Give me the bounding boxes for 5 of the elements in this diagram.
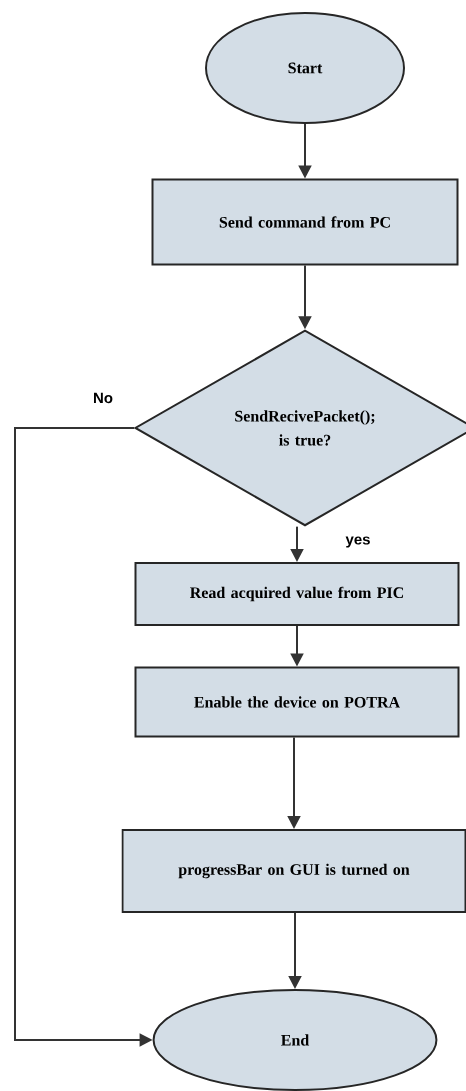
process-box: progressBar on GUI is turned on bbox=[121, 829, 466, 913]
process-box: Enable the device on POTRA bbox=[134, 666, 460, 738]
process-box: Read acquired value from PIC bbox=[134, 562, 460, 626]
edge-label: yes bbox=[344, 535, 372, 549]
process-box: Send command from PC bbox=[151, 178, 459, 266]
